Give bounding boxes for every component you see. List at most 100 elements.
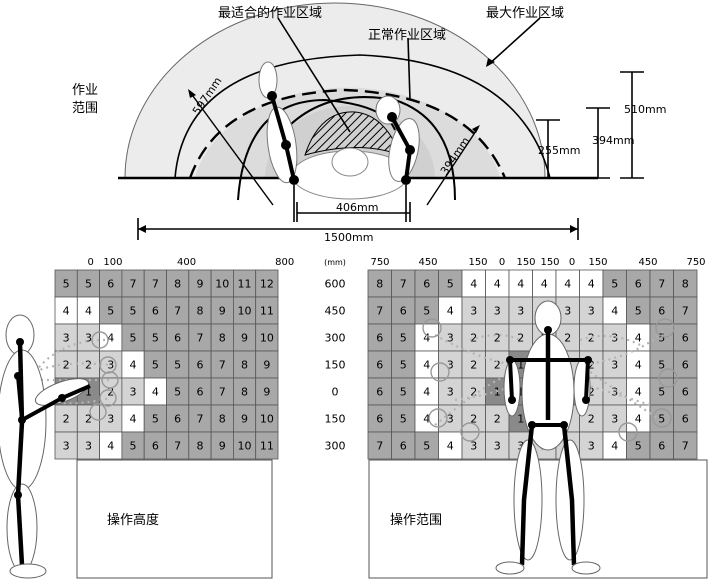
hand-reach-circle [652,408,672,428]
height-grid-value: 1 [85,386,92,399]
range-grid-value: 2 [588,332,595,345]
front-figure-right-foot [571,561,601,575]
height-grid-value: 8 [196,305,203,318]
front-figure-joint [582,396,590,404]
height-grid-cell [255,431,279,460]
height-grid-value: 6 [107,278,114,291]
range-grid-value: 4 [611,440,618,453]
range-grid-value: 5 [423,440,430,453]
range-grid-top-tick: 750 [370,257,389,268]
hand-reach-circle [430,362,450,382]
front-figure-joint [560,421,568,429]
range-grid-value: 3 [564,305,571,318]
height-grid-value: 3 [130,386,137,399]
height-grid-value: 2 [85,359,92,372]
range-grid-value: 4 [517,278,524,291]
height-grid-right-label: 450 [325,305,346,318]
radius-597-line [189,91,274,206]
height-grid-value: 2 [63,413,70,426]
optimal-hatched-area [304,111,401,156]
height-grid-value: 6 [196,359,203,372]
reach-dotted-line [579,334,641,346]
height-grid-right-label: 600 [325,278,346,291]
height-grid-right-label: 300 [325,332,346,345]
range-grid-value: 6 [658,305,665,318]
height-grid-value: 7 [174,440,181,453]
height-work-box [76,459,273,579]
range-grid-value: 5 [400,332,407,345]
range-grid-value: 7 [658,278,665,291]
range-grid-value: 3 [611,386,618,399]
hand-reach-circle [655,318,675,338]
height-grid-value: 5 [63,278,70,291]
normal-zone-boundary [188,88,507,179]
right-wrist-joint [387,112,397,122]
range-grid-value: 1 [517,386,524,399]
range-grid-value: 3 [611,359,618,372]
height-grid-value: 4 [107,440,114,453]
dim-394b-label: 394mm [592,134,635,147]
hand-reach-circle [99,389,117,407]
range-grid-value: 3 [588,440,595,453]
max-zone-arrowhead [486,58,495,67]
best-zone-leader [277,17,351,133]
height-grid-value: 4 [152,386,159,399]
range-grid-value: 6 [682,386,689,399]
height-grid-value: 11 [260,305,274,318]
vertical-dimension-510 [620,71,644,179]
range-grid-value: 3 [611,413,618,426]
height-grid-value: 7 [174,305,181,318]
range-grid-top-tick: 150 [540,257,559,268]
left-shoulder-joint [289,175,299,185]
height-grid-value: 5 [174,359,181,372]
height-grid-top-tick: 100 [103,257,122,268]
height-grid-value: 8 [241,386,248,399]
range-grid-top-tick: 0 [499,257,505,268]
height-grid-value: 5 [152,359,159,372]
range-grid-value: 4 [423,332,430,345]
height-grid-value: 8 [219,413,226,426]
height-grid-value: 6 [174,332,181,345]
range-grid-value: 4 [423,386,430,399]
range-grid-value: 2 [470,386,477,399]
hand-reach-circle [658,368,678,388]
range-grid-value: 3 [611,332,618,345]
side-figure-foot [9,563,47,579]
range-grid-value: 5 [447,278,454,291]
hand-reach-circle [101,371,119,389]
range-grid-value: 5 [423,305,430,318]
hand-reach-circle [91,331,109,349]
height-grid-value: 3 [85,332,92,345]
height-grid-value: 10 [238,440,252,453]
height-grid-value: 7 [152,278,159,291]
height-grid-value: 4 [130,413,137,426]
top-work-area-diagram [118,2,644,240]
height-grid-value: 4 [63,305,70,318]
height-grid-value: 7 [196,413,203,426]
range-grid-value: 6 [682,413,689,426]
side-figure-forearm [34,378,90,406]
range-grid-value: 5 [400,413,407,426]
range-grid-value: 4 [541,278,548,291]
range-grid-value: 6 [635,278,642,291]
range-grid-value: 3 [447,413,454,426]
front-figure-joint [528,421,536,429]
range-work-title: 操作范围 [390,512,442,528]
range-grid-value: 5 [658,386,665,399]
height-grid-value: 3 [63,332,70,345]
range-grid-value: 3 [494,440,501,453]
height-grid-value: 3 [107,413,114,426]
left-elbow-joint [281,140,291,150]
height-grid-right-label: 150 [325,359,346,372]
height-grid-value: 2 [85,413,92,426]
height-grid-value: 9 [219,440,226,453]
height-grid-right-label: 0 [332,386,339,399]
hand-reach-circle [422,318,442,338]
height-grid-value: 6 [152,305,159,318]
range-grid-value: 6 [376,332,383,345]
range-grid-value: 3 [447,359,454,372]
range-grid-value: 2 [517,332,524,345]
range-grid-value: 8 [682,278,689,291]
